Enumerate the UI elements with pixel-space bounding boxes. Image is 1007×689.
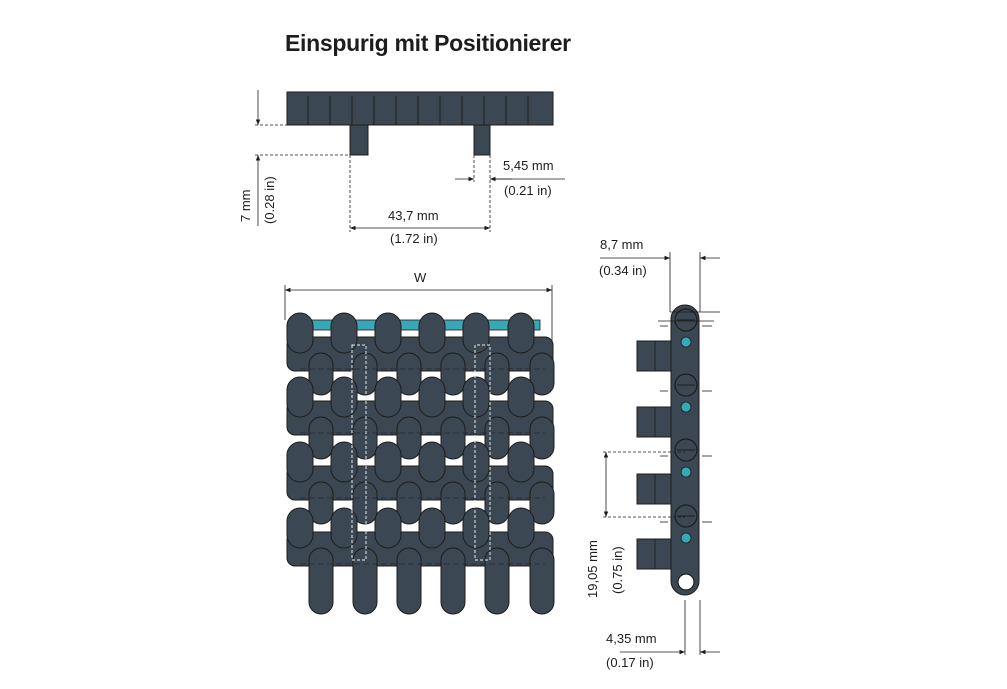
belt-finger <box>507 441 535 483</box>
belt-finger <box>308 547 334 615</box>
side-thickness-mm-label: 8,7 mm <box>600 237 643 252</box>
pin-spacing-in-label: (1.72 in) <box>390 231 438 246</box>
top-profile-view: 5,45 mm (0.21 in) 43,7 mm (1.72 in) 7 mm… <box>238 90 565 246</box>
belt-finger <box>484 352 510 396</box>
belt-row <box>286 441 555 525</box>
positioner-pin-right <box>473 124 491 156</box>
pin-width-mm-label: 5,45 mm <box>503 158 554 173</box>
belt-finger <box>418 376 446 418</box>
belt-finger <box>330 507 358 549</box>
belt-finger <box>352 352 378 396</box>
pin-width-in-label: (0.21 in) <box>504 183 552 198</box>
belt-finger <box>286 507 314 549</box>
belt-finger <box>374 507 402 549</box>
pin-height-mm-label: 7 mm <box>238 190 253 223</box>
belt-finger <box>374 441 402 483</box>
offset-mm-label: 4,35 mm <box>606 631 657 646</box>
belt-finger <box>462 441 490 483</box>
side-pins <box>636 340 674 570</box>
belt-row <box>286 376 555 460</box>
positioner-hidden-lines <box>351 344 491 561</box>
pin-spacing-mm-label: 43,7 mm <box>388 208 439 223</box>
belt-finger <box>418 312 446 354</box>
side-links <box>660 308 712 591</box>
belt-plan-view: W <box>284 270 555 615</box>
rod-end <box>680 401 692 413</box>
belt-finger <box>484 547 510 615</box>
belt-finger <box>418 507 446 549</box>
end-hole <box>677 573 695 591</box>
belt-finger <box>308 481 334 525</box>
belt-finger <box>440 416 466 460</box>
pitch-in-label: (0.75 in) <box>610 546 625 594</box>
belt-finger <box>286 441 314 483</box>
belt-finger <box>308 416 334 460</box>
rod-end <box>680 336 692 348</box>
belt-finger <box>352 547 378 615</box>
belt-finger <box>462 312 490 354</box>
pin-height-in-label: (0.28 in) <box>262 176 277 224</box>
belt-width-label: W <box>414 270 427 285</box>
rod-end <box>680 466 692 478</box>
pitch-mm-label: 19,05 mm <box>585 540 600 598</box>
belt-rows <box>286 312 555 615</box>
belt-finger <box>529 547 555 615</box>
belt-side-view: 8,7 mm (0.34 in) 19,05 mm (0.75 in) 4,35… <box>585 237 720 670</box>
belt-finger <box>440 352 466 396</box>
belt-finger <box>440 547 466 615</box>
belt-finger <box>418 441 446 483</box>
belt-finger <box>286 376 314 418</box>
belt-finger <box>374 376 402 418</box>
belt-finger <box>462 376 490 418</box>
diagram-title: Einspurig mit Positionierer <box>285 30 571 56</box>
belt-finger <box>529 481 555 525</box>
belt-finger <box>330 441 358 483</box>
belt-finger <box>396 481 422 525</box>
belt-finger <box>484 481 510 525</box>
belt-finger <box>330 312 358 354</box>
module-strip <box>286 91 554 126</box>
side-thickness-in-label: (0.34 in) <box>599 263 647 278</box>
belt-finger <box>308 352 334 396</box>
belt-finger <box>396 416 422 460</box>
belt-finger <box>396 352 422 396</box>
belt-finger <box>352 481 378 525</box>
belt-finger <box>286 312 314 354</box>
belt-finger <box>484 416 510 460</box>
rod-end <box>680 532 692 544</box>
belt-finger <box>396 547 422 615</box>
belt-finger <box>462 507 490 549</box>
belt-finger <box>507 376 535 418</box>
belt-finger <box>507 507 535 549</box>
belt-row <box>286 507 555 615</box>
belt-finger <box>352 416 378 460</box>
offset-in-label: (0.17 in) <box>606 655 654 670</box>
positioner-pin-left <box>349 124 369 156</box>
belt-finger <box>330 376 358 418</box>
belt-finger <box>529 416 555 460</box>
belt-finger <box>529 352 555 396</box>
belt-finger <box>374 312 402 354</box>
belt-finger <box>440 481 466 525</box>
module-strip-segments <box>307 96 529 125</box>
belt-finger <box>507 312 535 354</box>
